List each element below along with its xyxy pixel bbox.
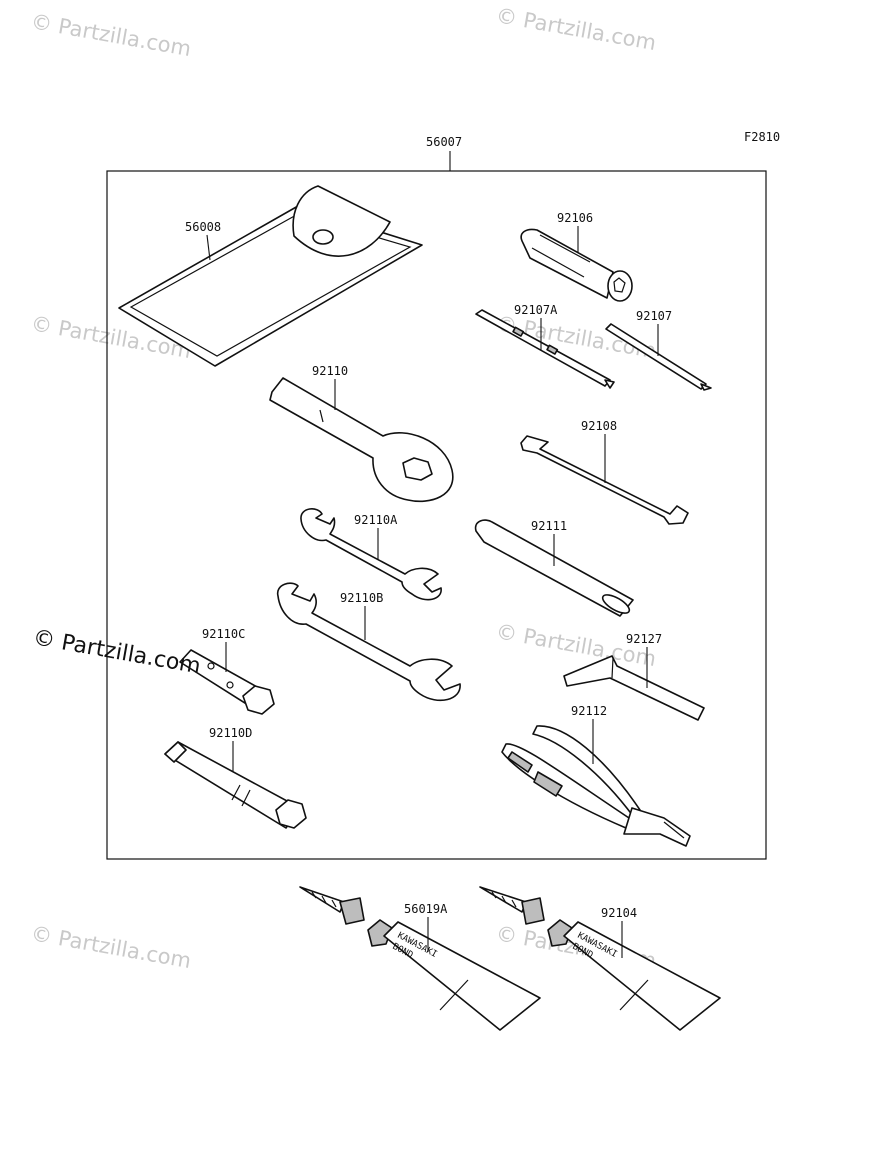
hex-key-label: 92127 [626,632,662,646]
spoke-wrench-part [520,435,689,525]
socket-d-label: 92110D [209,726,252,740]
pouch-label: 56008 [185,220,221,234]
driver-handle-label: 92106 [557,211,593,225]
pouch-part [118,185,423,367]
wrench-a-label: 92110A [354,513,398,527]
extension-bar-label: 92111 [531,519,567,533]
figure-code: F2810 [744,130,780,144]
bond-b-label: 92104 [601,906,637,920]
bit-a-part [475,309,615,389]
box-wrench-label: 92110 [312,364,348,378]
bond-a-part: KAWASAKI BOND [299,886,541,1031]
wrench-b-part [276,582,461,702]
bond-a-label: 56019A [404,902,448,916]
bit-a-label: 92107A [514,303,558,317]
watermark: © Partzilla.com [29,9,193,61]
wrench-a-part [300,508,442,601]
kit-label: 56007 [426,135,462,149]
pliers-label: 92112 [571,704,607,718]
watermark-group: © Partzilla.com © Partzilla.com © Partzi… [29,3,658,973]
watermark: © Partzilla.com [494,3,658,55]
wrench-b-label: 92110B [340,591,383,605]
watermark: © Partzilla.com [29,921,193,973]
driver-handle-part [520,228,633,302]
spoke-wrench-label: 92108 [581,419,617,433]
socket-c-label: 92110C [202,627,245,641]
box-wrench-part [269,377,454,503]
hex-key-part [563,655,705,721]
watermark-main: © Partzilla.com [31,625,203,679]
kit-frame [106,170,767,860]
pliers-part [501,725,691,847]
extension-bar-part [474,519,634,617]
socket-d-part [164,741,307,829]
bit-part [605,323,712,391]
pouch-leader [206,234,211,261]
socket-c-part [179,649,275,715]
bit-label: 92107 [636,309,672,323]
bond-b-part: KAWASAKI BOND [479,886,721,1031]
